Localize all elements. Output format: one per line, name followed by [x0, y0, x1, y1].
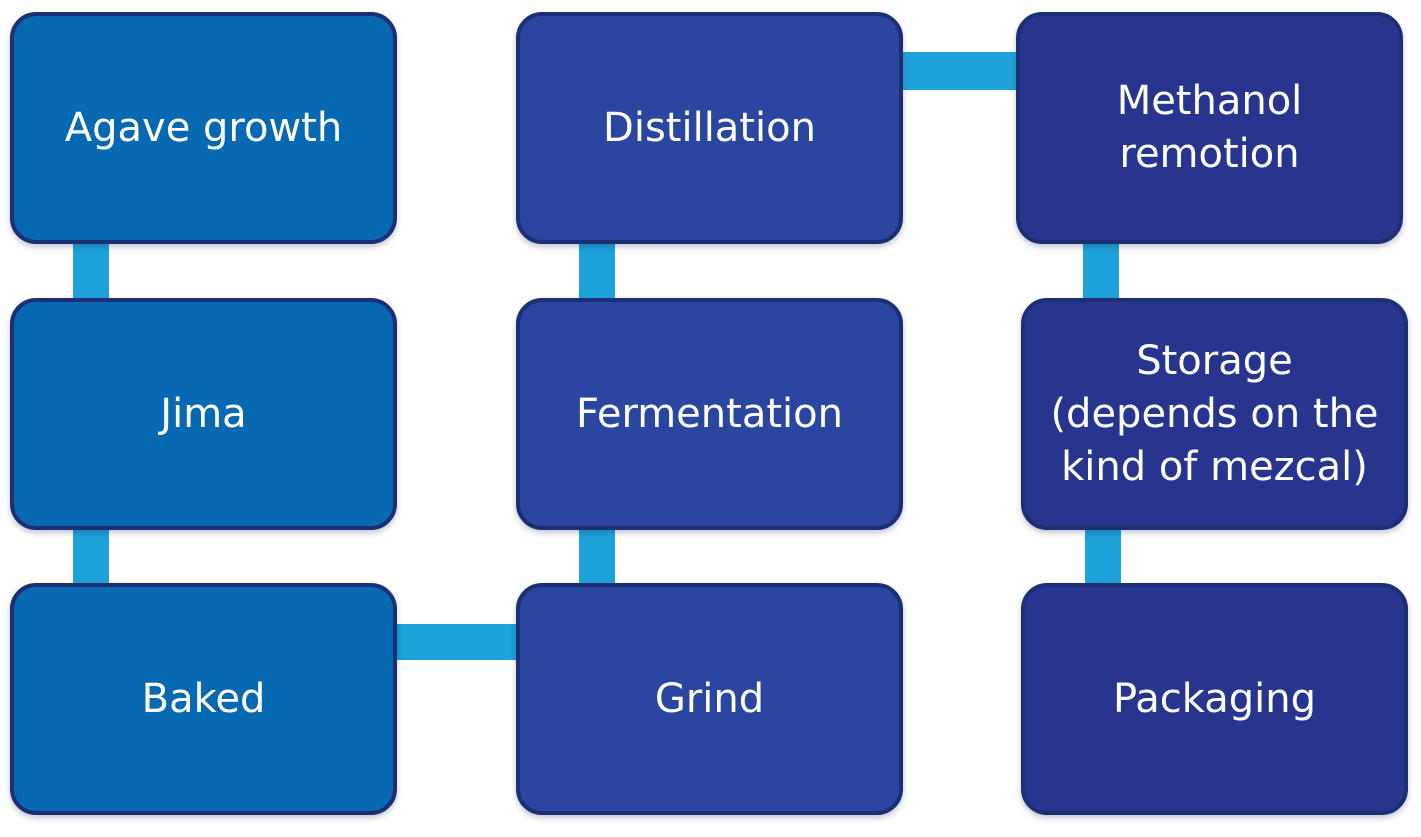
- connector-agave-growth-jima: [73, 238, 109, 304]
- step-grind: Grind: [516, 583, 903, 815]
- step-grind-label: Grind: [654, 675, 765, 722]
- step-packaging: Packaging: [1021, 583, 1408, 815]
- step-storage-label-line-1: Storage: [1136, 337, 1293, 384]
- connector-storage-packaging: [1085, 524, 1121, 590]
- connector-baked-grind: [392, 624, 522, 660]
- step-agave-growth: Agave growth: [10, 12, 397, 244]
- connector-distillation-methanol-remotion: [897, 52, 1023, 90]
- step-storage-label-line-2: (depends on the: [1050, 390, 1379, 437]
- step-fermentation: Fermentation: [516, 298, 903, 530]
- connector-methanol-remotion-storage: [1083, 238, 1119, 304]
- connector-fermentation-distillation: [579, 238, 615, 304]
- step-baked-label: Baked: [141, 675, 266, 722]
- step-baked: Baked: [10, 583, 397, 815]
- step-methanol-remotion-label-line-1: Methanol: [1116, 78, 1303, 124]
- step-jima: Jima: [10, 298, 397, 530]
- step-storage-label-line-3: kind of mezcal): [1061, 443, 1368, 490]
- connector-grind-fermentation: [579, 524, 615, 590]
- step-fermentation-label: Fermentation: [576, 390, 843, 437]
- step-distillation-label: Distillation: [603, 104, 816, 151]
- connector-jima-baked: [73, 524, 109, 590]
- step-methanol-remotion: Methanol remotion: [1016, 12, 1403, 244]
- step-packaging-label: Packaging: [1112, 675, 1317, 722]
- step-agave-growth-label: Agave growth: [64, 104, 343, 151]
- step-methanol-remotion-label-line-2: remotion: [1119, 131, 1300, 177]
- step-distillation: Distillation: [516, 12, 903, 244]
- step-jima-label: Jima: [160, 390, 247, 437]
- step-storage: Storage (depends on the kind of mezcal): [1021, 298, 1408, 530]
